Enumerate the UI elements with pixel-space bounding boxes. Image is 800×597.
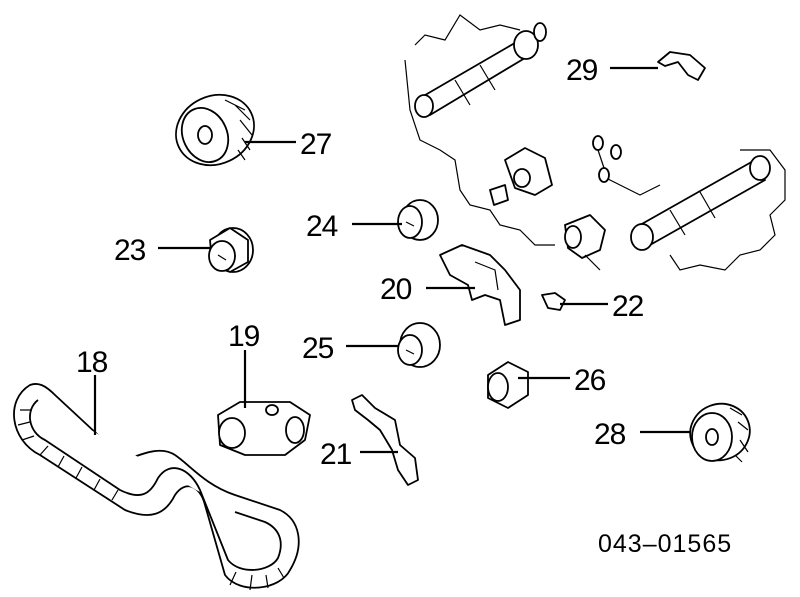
part-18-timing-belt <box>13 382 300 591</box>
callout-26: 26 <box>574 364 606 397</box>
mid-engine-components <box>489 135 622 271</box>
part-24-idler <box>397 199 439 241</box>
part-23-idler <box>208 227 254 273</box>
callout-24: 24 <box>306 210 338 243</box>
camshaft-lower <box>630 155 771 251</box>
callout-25: 25 <box>302 332 334 365</box>
part-19-tensioner-assembly <box>217 401 311 456</box>
part-27-sprocket <box>175 93 255 167</box>
callout-22: 22 <box>612 290 644 323</box>
engine-block-outline <box>404 14 786 271</box>
callout-23: 23 <box>114 234 146 267</box>
leader-lines <box>93 66 690 454</box>
callout-19: 19 <box>228 320 260 353</box>
part-22-clip <box>541 292 566 311</box>
callout-18: 18 <box>76 346 108 379</box>
callout-29: 29 <box>566 54 598 87</box>
callout-27: 27 <box>300 128 332 161</box>
callout-21: 21 <box>320 438 352 471</box>
part-28-sprocket <box>689 402 751 463</box>
part-25-idler <box>397 322 441 368</box>
part-26-roller <box>487 361 529 409</box>
part-21-bracket <box>351 394 419 486</box>
callout-28: 28 <box>594 418 626 451</box>
drawing-code: 043–01565 <box>598 530 732 558</box>
callout-20: 20 <box>380 273 412 306</box>
camshaft-upper <box>414 22 547 118</box>
part-29-bracket <box>657 51 706 81</box>
part-20-tensioner-bracket <box>439 244 521 326</box>
callout-labels: 18 19 20 21 22 23 24 25 26 27 28 29 <box>76 54 645 471</box>
